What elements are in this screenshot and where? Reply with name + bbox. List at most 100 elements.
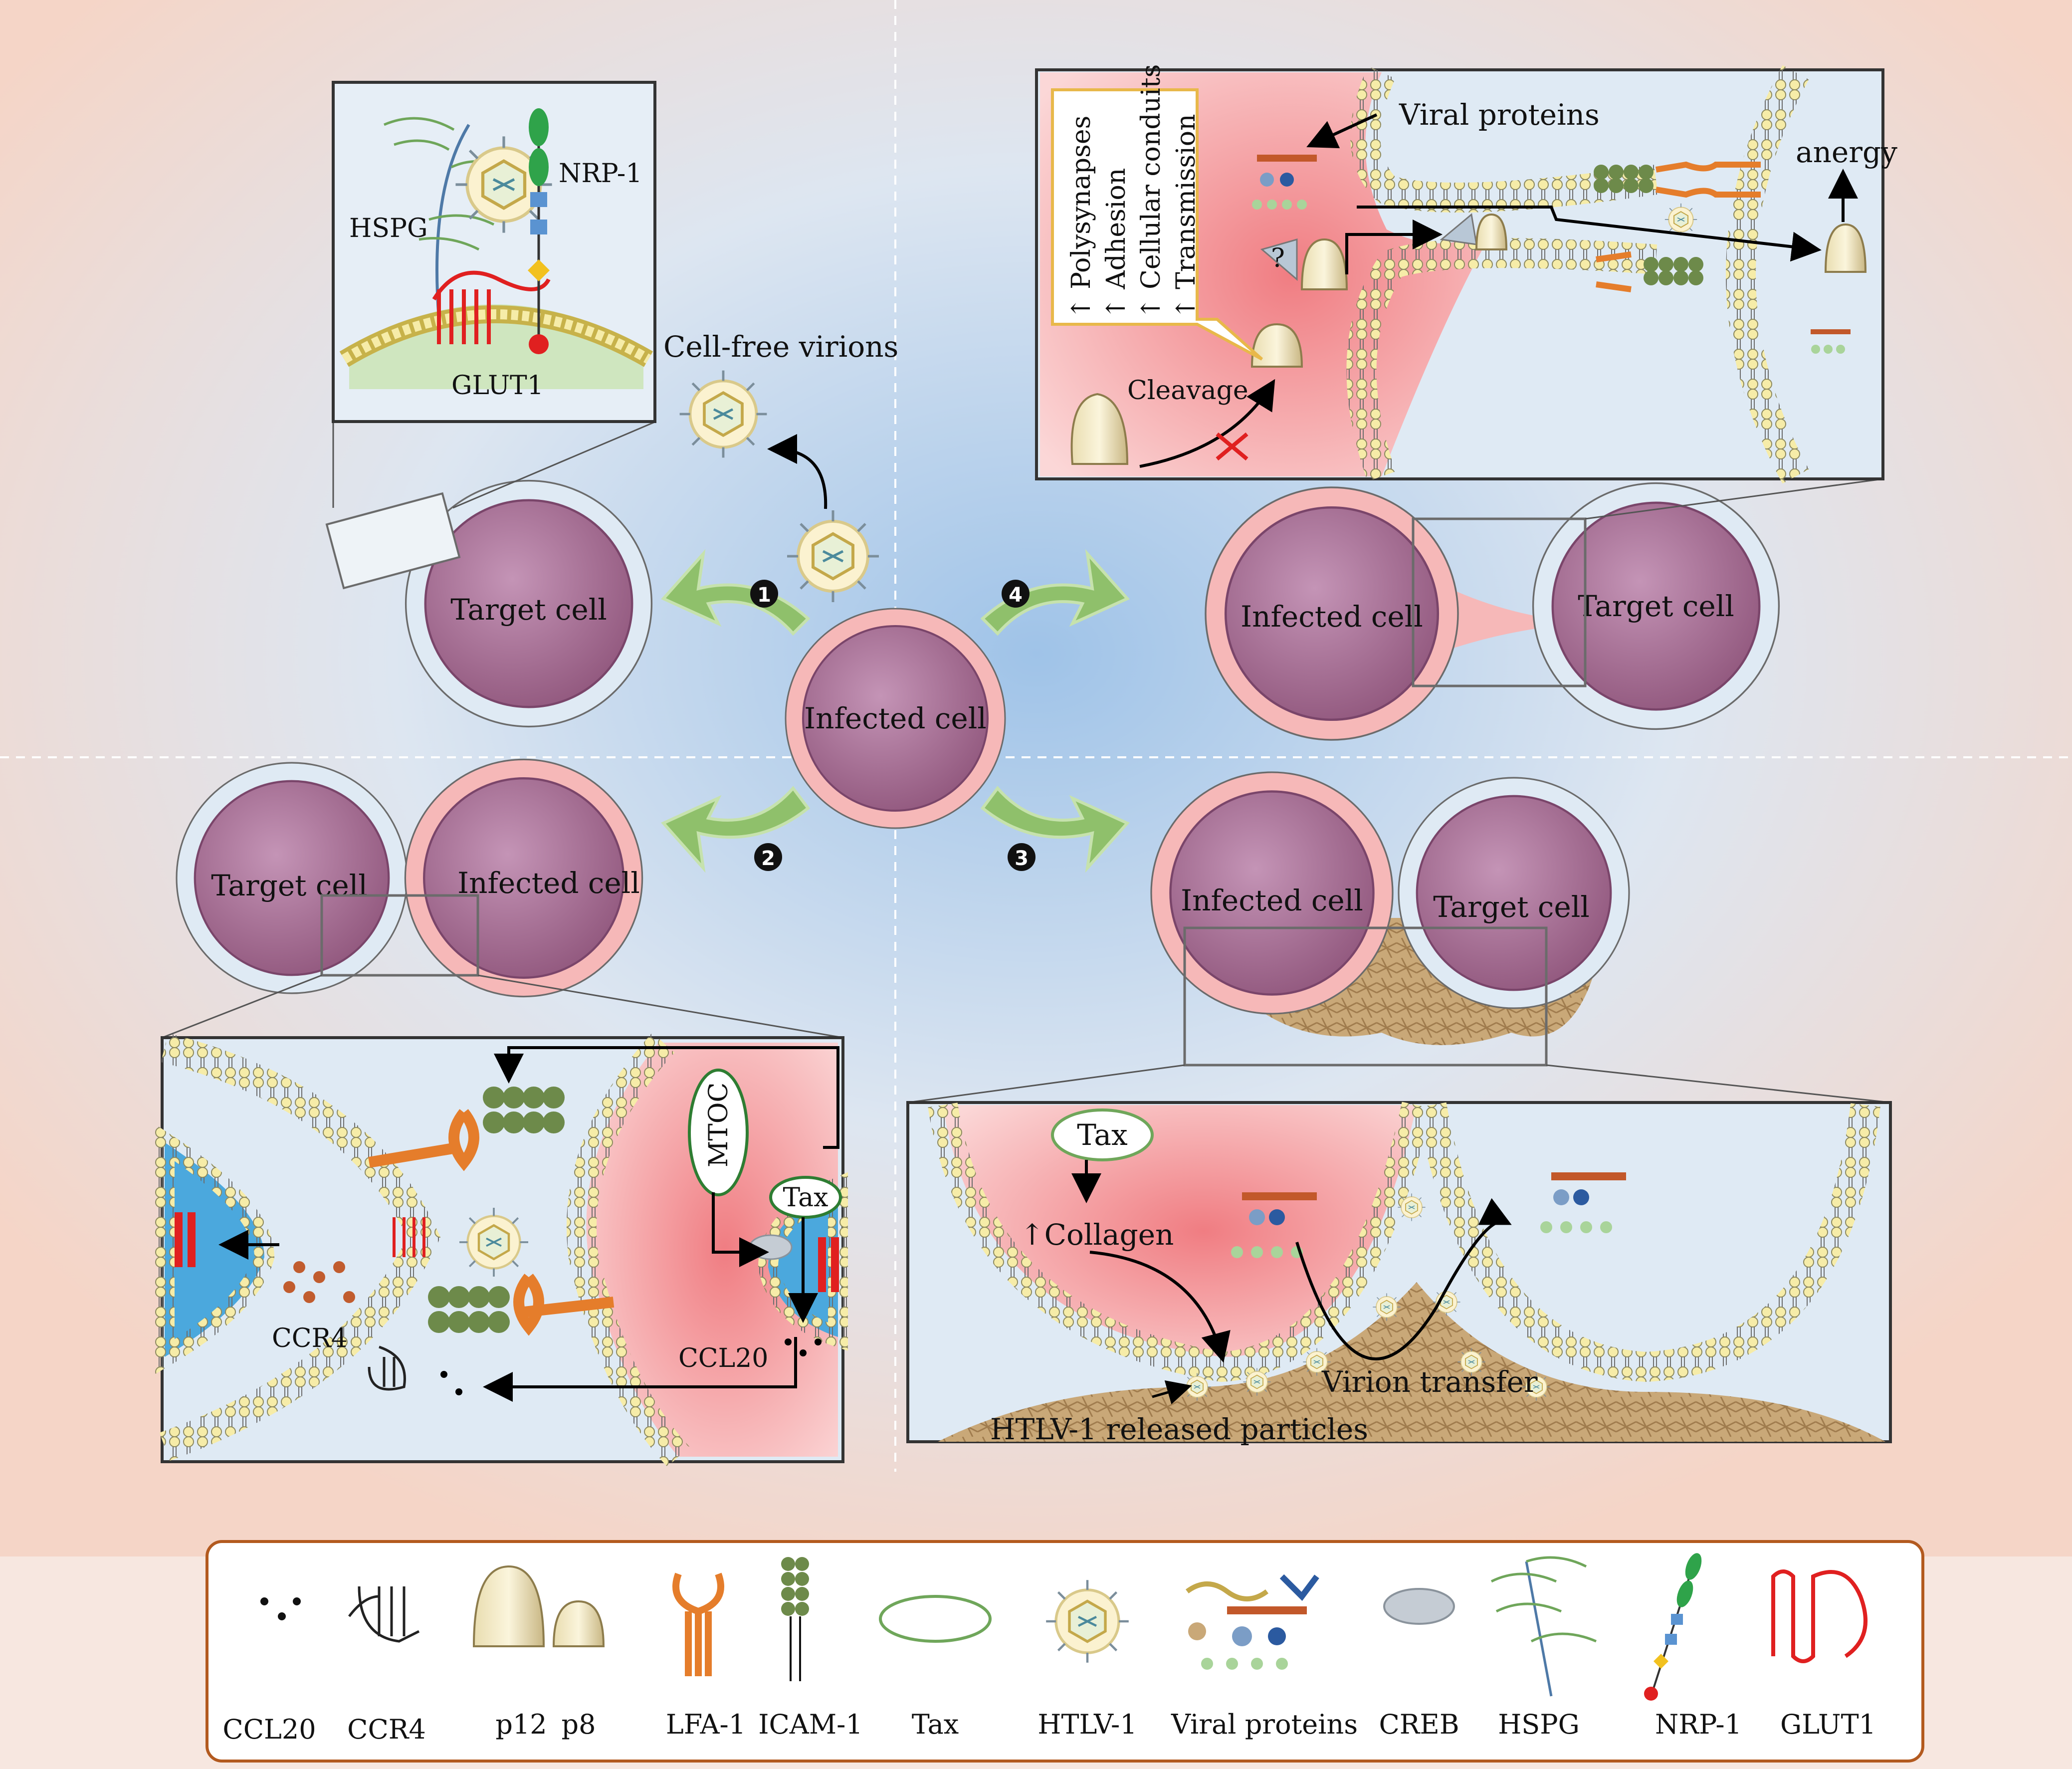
inset2-mtoc-label: MTOC [704,1083,734,1167]
legend-label-hspg: HSPG [1498,1709,1580,1740]
route1-budding-virion [787,510,879,602]
inset1-nrp1-label: NRP-1 [559,159,642,189]
route4-callout-box [1412,517,1587,687]
inset1-hspg-stem [435,124,470,320]
inset4-cleavage-block [1216,432,1248,461]
legend-label-tax: Tax [912,1709,959,1740]
inset2-chemokines [283,1261,355,1303]
legend-ccr4-icon [348,1586,420,1643]
legend-label-p8: p8 [562,1709,596,1740]
inset4-transfer-arrow [1357,206,1822,262]
legend-lfa1-icon [672,1572,724,1676]
route4-infected-label: Infected cell [1241,600,1423,634]
inset4-effect-3: ↑ Cellular conduits [1136,64,1166,319]
inset3-released-label: HTLV-1 released particles [990,1412,1368,1446]
legend-frame [206,1540,1924,1763]
inset2-tax-label: Tax [783,1183,829,1213]
route1-virion-label: Cell-free virions [663,330,898,364]
legend-p12-icon [472,1565,545,1647]
badge-3: 3 [1015,847,1029,870]
legend-creb-icon [1383,1588,1455,1625]
route2-target-label: Target cell [211,869,368,902]
route1-inset: NRP-1 HSPG GLUT1 [332,81,656,423]
inset4-effect-2: ↑ Adhesion [1101,168,1131,319]
route3-callout-box [1183,926,1548,1067]
legend: CCL20 CCR4 p12 p8 LFA-1 ICAM-1 Tax HTLV-… [206,1540,1924,1763]
badge-3-circle [1008,843,1036,871]
inset4-membrane-top [1350,66,1658,213]
inset4-effect-4: ↑ Transmission [1171,114,1201,319]
route2-panel: Target cell Infected cell [155,759,848,1467]
route3-target-label: Target cell [1433,890,1590,924]
inset3-collagen-label: ↑Collagen [1020,1218,1174,1252]
legend-label-icam1: ICAM-1 [758,1709,863,1740]
inset4-effect-1: ↑ Polysynapses [1066,116,1096,319]
center-cell-label: Infected cell [804,701,987,735]
inset4-effects-bubble [1051,88,1263,361]
legend-hspg-icon [1490,1556,1597,1697]
route4-target-label: Target cell [1578,589,1734,623]
legend-glut1-icon [1771,1569,1867,1663]
inset2-tax [769,1176,842,1219]
legend-nrp1-icon [1644,1553,1702,1701]
inset4-viral-proteins-cluster [1252,155,1317,210]
legend-ccl20-icon [293,1597,301,1605]
badge-4: 4 [1009,584,1023,607]
route1-release-arrow [767,434,828,509]
inset4-adhesion-upper [1594,161,1761,198]
legend-viral-proteins-icon [1186,1574,1319,1670]
inset2-mtoc [688,1069,749,1196]
badge-4-circle [1002,580,1030,608]
inset4-target-membrane [1726,65,1809,484]
inset2-lfa1-upper [368,1109,479,1171]
badge-2-circle [754,843,782,871]
legend-label-nrp1: NRP-1 [1655,1709,1742,1740]
center-infected-cell: Infected cell [785,608,1006,829]
inset4-viral-proteins-label: Viral proteins [1399,98,1600,132]
legend-label-ccl20: CCL20 [222,1714,316,1745]
badge-1-circle [750,580,778,608]
legend-label-p12: p12 [495,1709,547,1740]
route1-panel: Cell-free virions Target cell [325,81,898,726]
route-arrow-3 [980,786,1130,873]
route4-panel: Infected cell Target cell [1035,64,1897,740]
inset4-p8-cleaved [1250,323,1303,368]
inset3-target-proteins [1540,1172,1626,1233]
route3-infected-label: Infected cell [1181,884,1363,917]
route2-callout-box [320,894,479,977]
inset2-virion [459,1208,528,1277]
badge-2: 2 [761,847,775,870]
legend-label-ccr4: CCR4 [347,1714,426,1745]
route2-inset: MTOC Tax CCR4 CCL20 [155,1032,848,1467]
inset3-tax-label: Tax [1077,1118,1127,1152]
inset4-virion [1664,203,1698,236]
route3-panel: Infected cell Target cell Tax [906,772,1892,1446]
inset1-glut1 [437,289,491,344]
route1-cell-free-virion [680,371,767,458]
route-arrows [661,549,1130,873]
inset4-anergy-label: anergy [1796,135,1897,169]
inset2-icam1-lower [428,1286,510,1333]
legend-label-creb: CREB [1379,1709,1459,1740]
inset1-hspg-label: HSPG [349,214,428,243]
legend-label-viral-proteins: Viral proteins [1171,1709,1358,1740]
inset2-ccr4-label: CCR4 [272,1324,348,1353]
inset2-ccr4 [368,1345,406,1391]
legend-htlv1-icon [1046,1580,1129,1663]
inset4-p12 [1070,393,1129,465]
route-arrow-2 [661,786,811,873]
route1-target-label: Target cell [450,593,607,627]
inset4-target-proteins [1811,329,1851,354]
route-badges: 1 2 3 4 [750,580,1036,871]
inset1-glut1-label: GLUT1 [451,371,544,401]
inset3-tax [1051,1108,1154,1161]
route4-inset: Viral proteins anergy ? Cleavage ↑ Polys… [1035,64,1897,484]
legend-icam1-icon [781,1557,809,1681]
legend-label-glut1: GLUT1 [1780,1709,1876,1740]
inset3-transfer-arrow [1295,1198,1512,1360]
route4-zoom-line [1585,478,1883,520]
inset2-infected-membrane [566,1032,690,1467]
badge-1: 1 [757,584,771,607]
inset4-adhesion-lower [1596,251,1703,292]
